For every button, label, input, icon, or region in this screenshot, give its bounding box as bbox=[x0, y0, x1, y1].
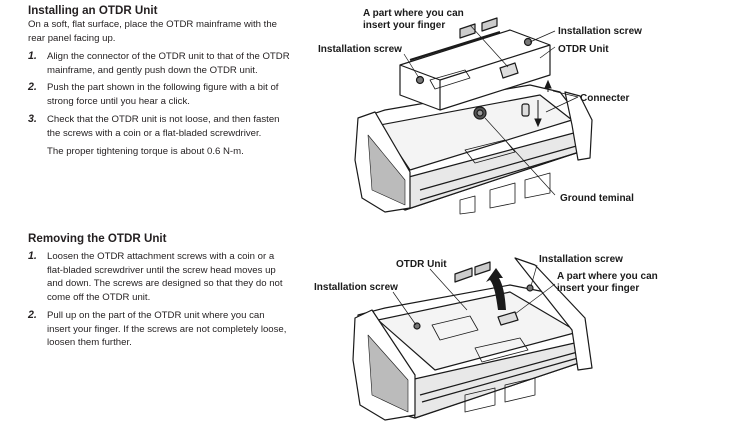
label-otdr-unit: OTDR Unit bbox=[558, 44, 609, 55]
torque-note: The proper tightening torque is about 0.… bbox=[47, 146, 244, 158]
leader-lines bbox=[392, 264, 556, 326]
step-item: 2. Pull up on the part of the OTDR unit … bbox=[28, 309, 290, 350]
step-number: 2. bbox=[28, 308, 37, 321]
step-text: Loosen the OTDR attachment screws with a… bbox=[47, 251, 283, 304]
removing-heading: Removing the OTDR Unit bbox=[28, 232, 167, 245]
step-item: 2. Push the part shown in the following … bbox=[28, 81, 290, 108]
removing-steps: 1. Loosen the OTDR attachment screws wit… bbox=[28, 250, 290, 350]
mainframe-drawing bbox=[354, 84, 593, 215]
label-finger-part-2: insert your finger bbox=[363, 20, 445, 31]
label-finger-part: A part where you can bbox=[557, 271, 658, 282]
step-text: Align the connector of the OTDR unit to … bbox=[47, 51, 290, 76]
step-number: 2. bbox=[28, 81, 37, 94]
label-installation-screw-left: Installation screw bbox=[314, 282, 398, 293]
installing-steps: 1. Align the connector of the OTDR unit … bbox=[28, 50, 290, 159]
label-finger-part-2: insert your finger bbox=[557, 283, 639, 294]
removing-section: Removing the OTDR Unit 1. Loosen the OTD… bbox=[28, 232, 290, 350]
installing-section: Installing an OTDR Unit On a soft, flat … bbox=[28, 4, 290, 159]
step-item: 1. Loosen the OTDR attachment screws wit… bbox=[28, 250, 290, 305]
leader-lines bbox=[403, 24, 579, 196]
label-connector: Connecter bbox=[580, 93, 630, 104]
step-text: Push the part shown in the following fig… bbox=[47, 82, 279, 108]
lift-arrow-icon bbox=[486, 268, 506, 310]
step-number: 3. bbox=[28, 112, 37, 125]
installing-heading: Installing an OTDR Unit bbox=[28, 4, 158, 17]
step-number: 1. bbox=[28, 250, 37, 262]
label-installation-screw-right: Installation screw bbox=[558, 26, 642, 37]
label-ground-terminal: Ground teminal bbox=[560, 193, 634, 204]
step-text: Check that the OTDR unit is not loose, a… bbox=[47, 113, 280, 139]
otdr-unit-drawing bbox=[399, 17, 551, 111]
removal-figure: OTDR Unit Installation screw A part wher… bbox=[314, 254, 658, 421]
installing-intro: On a soft, flat surface, place the OTDR … bbox=[28, 19, 278, 44]
step-number: 1. bbox=[28, 50, 37, 62]
label-finger-part: A part where you can bbox=[363, 8, 464, 19]
label-installation-screw-left: Installation screw bbox=[318, 44, 402, 55]
step-text: Pull up on the part of the OTDR unit whe… bbox=[47, 309, 287, 349]
mainframe-with-unit-drawing bbox=[352, 257, 593, 421]
label-installation-screw-right: Installation screw bbox=[539, 254, 623, 265]
label-otdr-unit: OTDR Unit bbox=[396, 259, 447, 270]
connector-arrows bbox=[534, 79, 552, 128]
step-item: 1. Align the connector of the OTDR unit … bbox=[28, 50, 290, 77]
installation-figure: A part where you can insert your finger … bbox=[318, 8, 642, 215]
step-item: 3. Check that the OTDR unit is not loose… bbox=[28, 113, 290, 159]
